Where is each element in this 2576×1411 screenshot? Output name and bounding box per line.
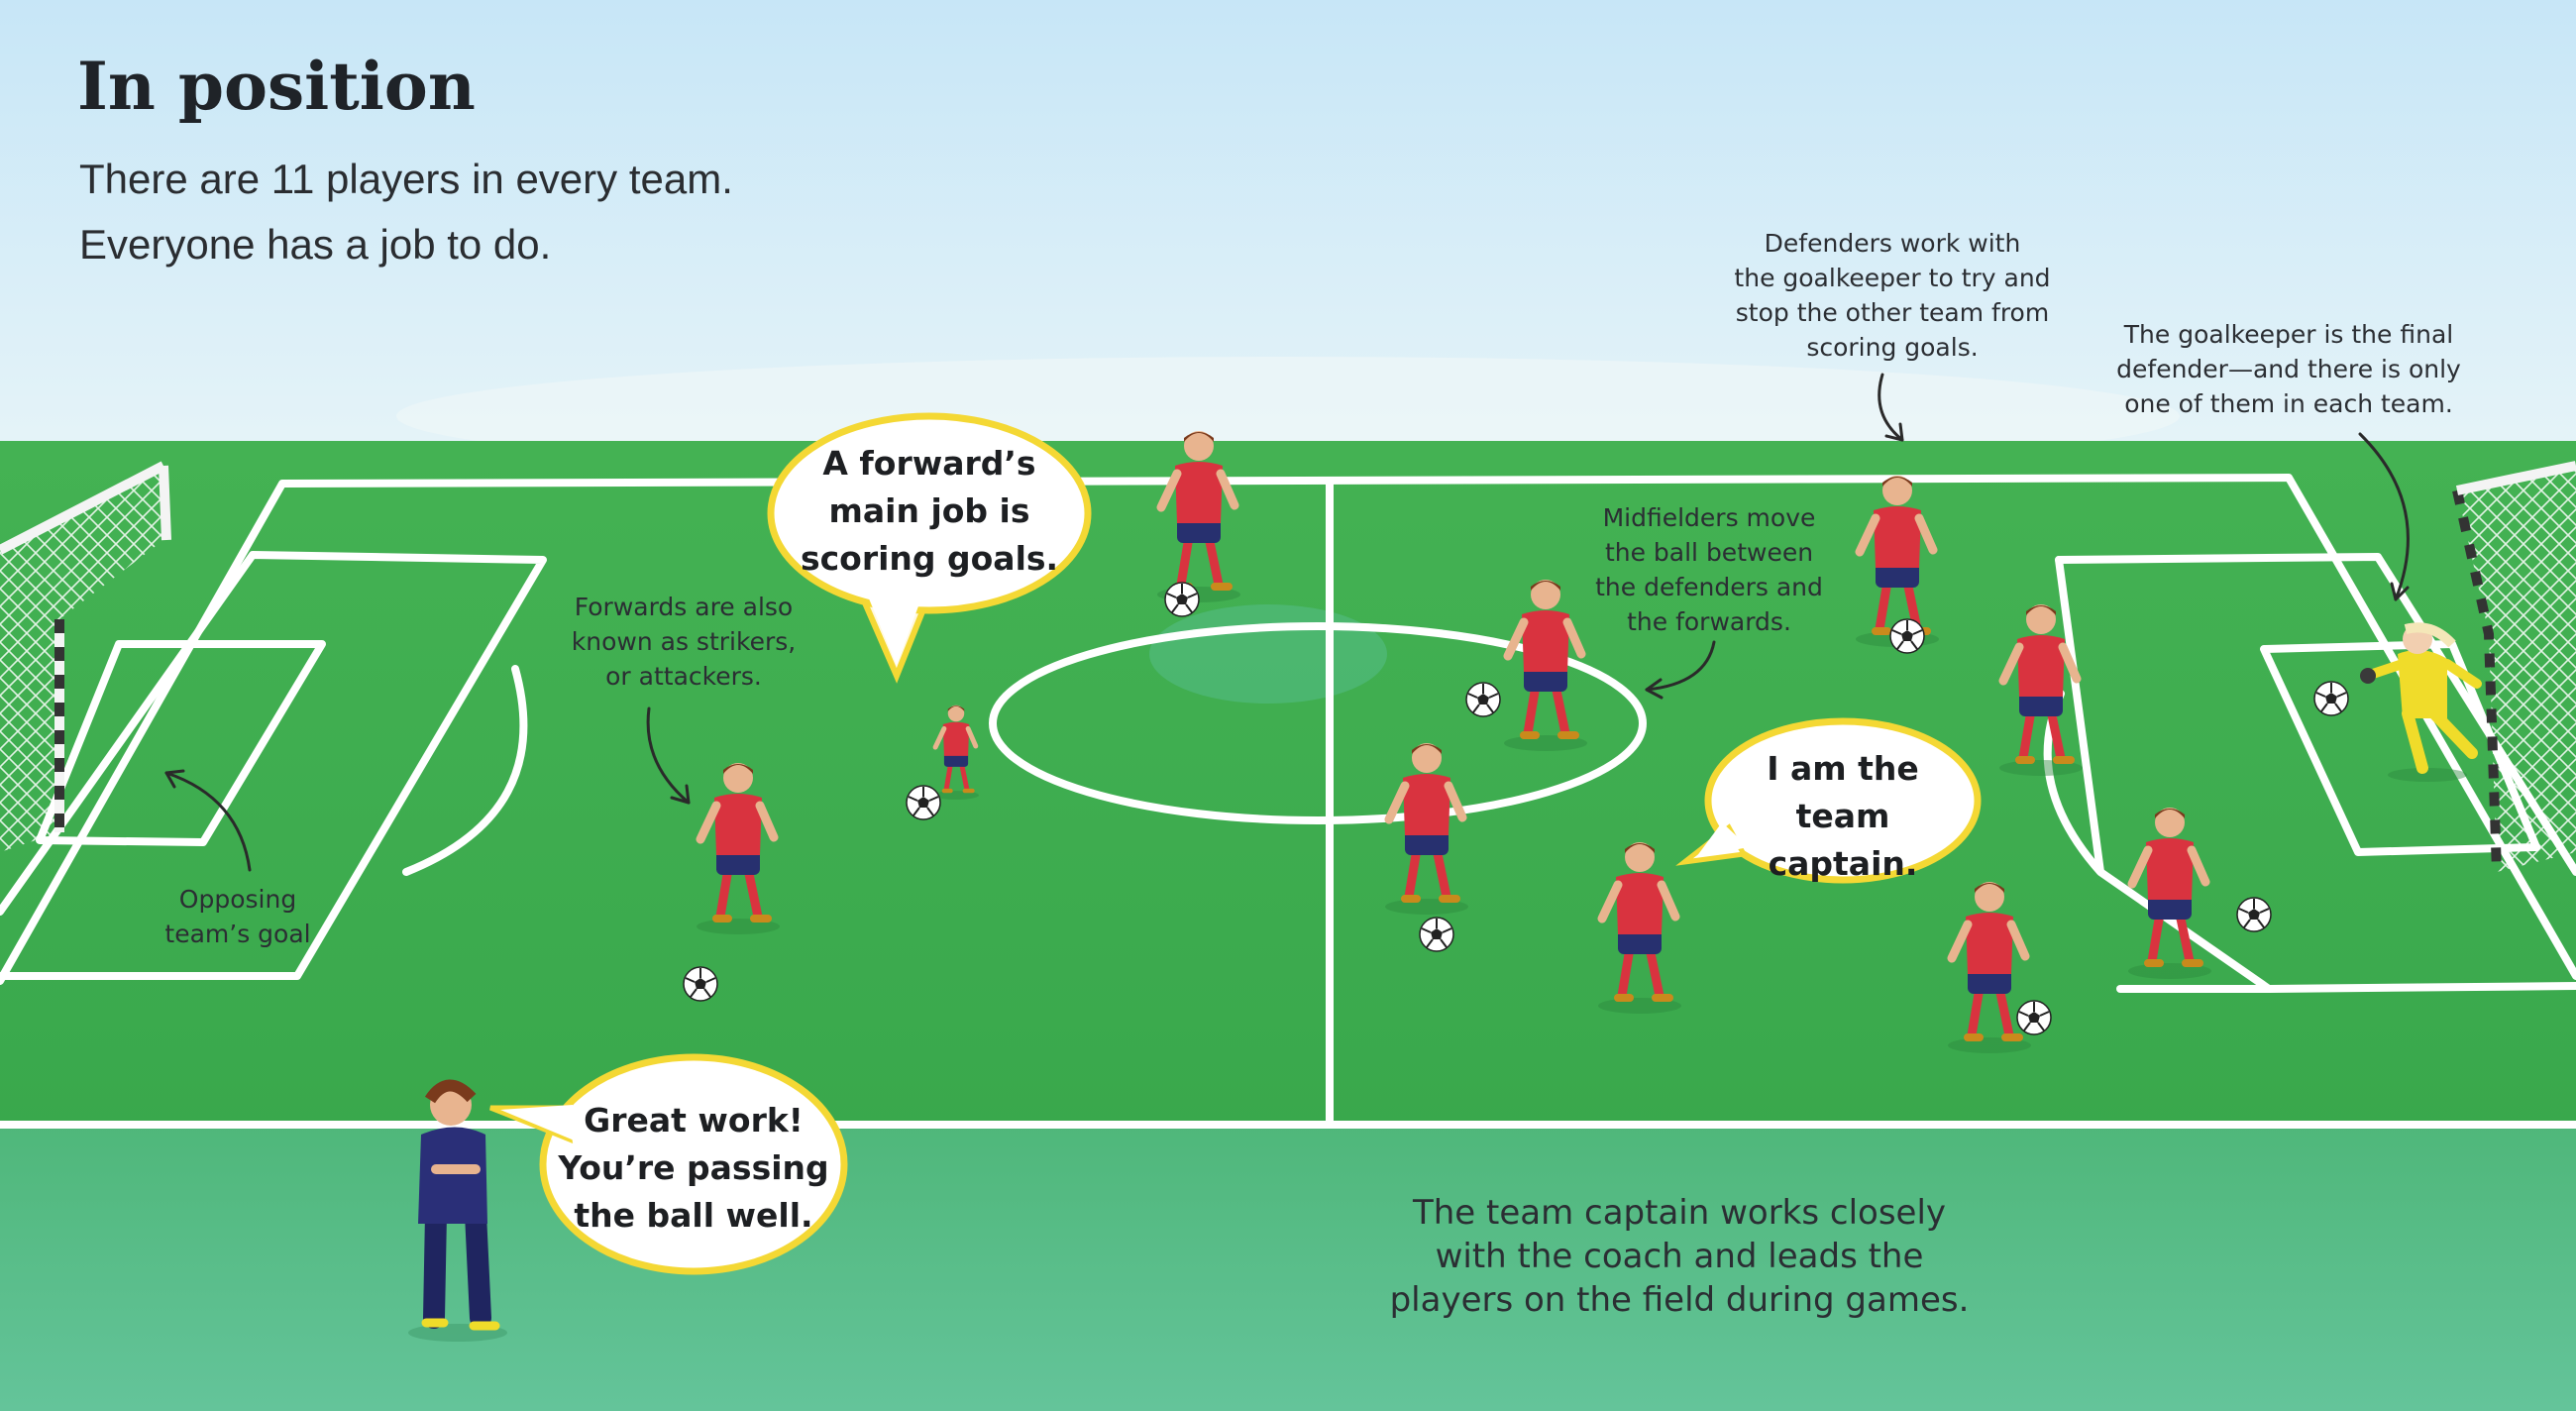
captain-info-note: The team captain works closely with the …	[1367, 1191, 1991, 1322]
midfielders-note: Midfielders move the ball between the de…	[1565, 500, 1853, 639]
speech-line: You’re passing	[558, 1148, 829, 1187]
note-line: known as strikers,	[571, 627, 797, 656]
forward-speech-text: A forward’s main job is scoring goals.	[783, 440, 1076, 583]
speech-bubble-forward	[767, 412, 1092, 684]
soccer-ball-icon	[2313, 681, 2349, 716]
speech-line: team captain.	[1768, 797, 1918, 883]
note-line: the forwards.	[1627, 607, 1791, 636]
soccer-ball-icon	[1889, 618, 1925, 654]
arrow-icon	[164, 373, 2410, 872]
note-line: Midfielders move	[1602, 503, 1816, 532]
note-line: players on the field during games.	[1389, 1280, 1970, 1320]
note-line: The goalkeeper is the final	[2123, 320, 2454, 349]
note-line: the goalkeeper to try and	[1734, 264, 2051, 292]
captain-speech-text: I am the team captain.	[1719, 745, 1967, 888]
speech-line: Great work!	[584, 1101, 804, 1140]
note-line: Opposing	[178, 885, 297, 914]
note-line: stop the other team from	[1735, 298, 2050, 327]
speech-line: the ball well.	[574, 1196, 813, 1235]
goalkeeper-figure-icon	[2360, 622, 2482, 782]
soccer-ball-icon	[1465, 682, 1501, 717]
opposing-goal-note: Opposing team’s goal	[129, 882, 347, 951]
note-line: The team captain works closely	[1412, 1193, 1947, 1233]
goalkeeper-note: The goalkeeper is the final defender—and…	[2095, 317, 2482, 421]
speech-bubble-captain	[1675, 717, 1982, 884]
soccer-ball-icon	[1419, 917, 1454, 952]
intro-text: There are 11 players in every team. Ever…	[79, 147, 733, 277]
intro-line: There are 11 players in every team.	[79, 156, 733, 202]
forwards-note: Forwards are also known as strikers, or …	[535, 590, 832, 694]
speech-line: I am the	[1767, 749, 1919, 788]
note-line: Forwards are also	[574, 593, 794, 621]
soccer-ball-icon	[1164, 582, 1200, 617]
note-line: one of them in each team.	[2124, 389, 2453, 418]
note-line: the ball between	[1604, 538, 1814, 567]
goal-net-icon	[2452, 461, 2576, 873]
note-line: or attackers.	[605, 662, 762, 691]
speech-line: A forward’s	[822, 444, 1036, 483]
note-line: scoring goals.	[1806, 333, 1979, 362]
soccer-ball-icon	[2016, 1000, 2052, 1035]
speech-line: main job is	[828, 491, 1030, 530]
coach-figure-icon	[408, 1079, 507, 1342]
note-line: with the coach and leads the	[1435, 1237, 1924, 1276]
intro-line: Everyone has a job to do.	[79, 221, 552, 268]
speech-line: scoring goals.	[800, 539, 1059, 578]
page-title: In position	[77, 48, 476, 125]
speech-bubble-coach	[489, 1053, 848, 1275]
note-line: Defenders work with	[1764, 229, 2021, 258]
defenders-note: Defenders work with the goalkeeper to tr…	[1704, 226, 2081, 365]
soccer-ball-icon	[2236, 897, 2272, 932]
goal-net-icon	[0, 461, 171, 852]
coach-speech-text: Great work! You’re passing the ball well…	[555, 1097, 832, 1240]
note-line: the defenders and	[1595, 573, 1823, 601]
soccer-ball-icon	[683, 966, 718, 1002]
soccer-ball-icon	[906, 785, 941, 820]
note-line: defender—and there is only	[2116, 355, 2461, 383]
note-line: team’s goal	[164, 920, 311, 948]
